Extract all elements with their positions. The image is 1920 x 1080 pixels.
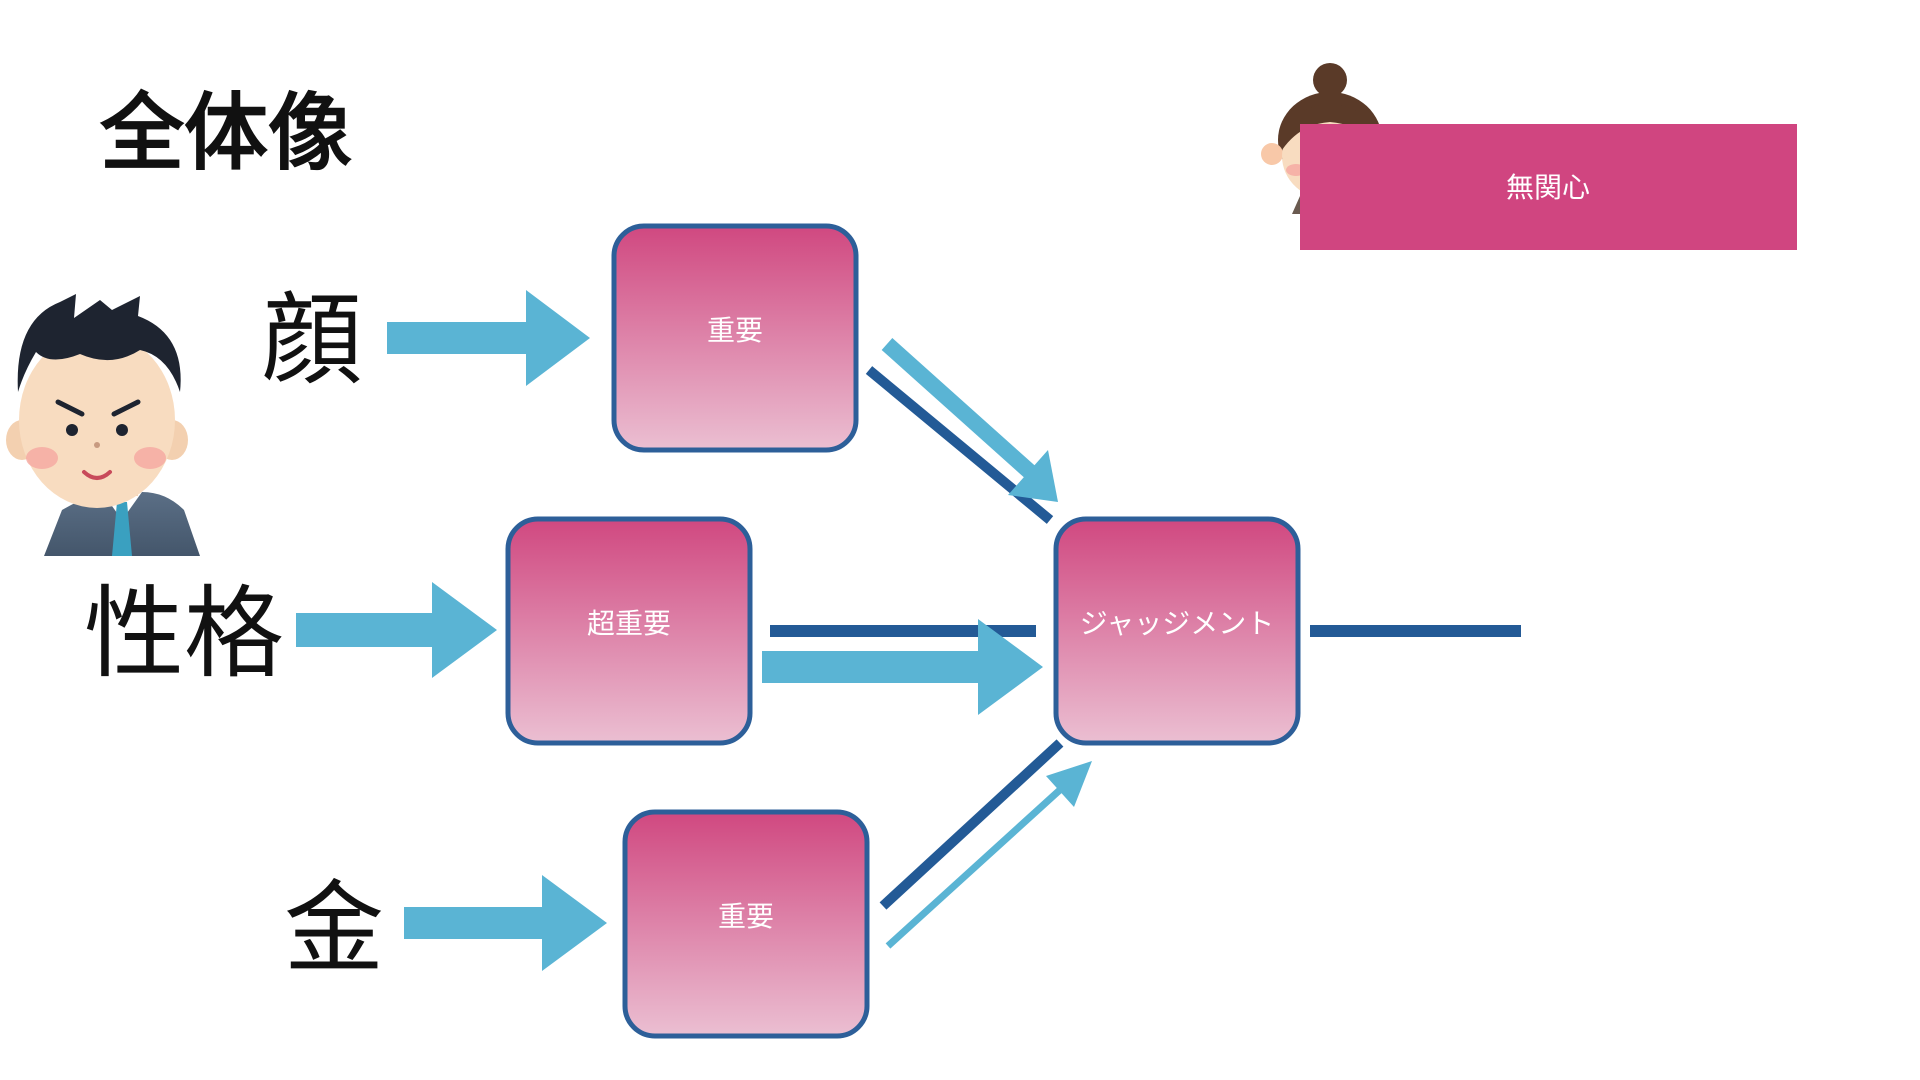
indifferent-banner <box>1300 124 1797 250</box>
weight-box-money <box>622 809 870 1039</box>
page-title: 全体像 <box>99 84 352 182</box>
factor-money-label: 金 <box>284 870 384 987</box>
connector-arrow-money-shaft <box>885 785 1065 949</box>
connector-line-face <box>865 366 1054 524</box>
weight-box-face-label: 重要 <box>707 314 763 347</box>
arrow-face-to-weight <box>387 290 590 386</box>
connector-arrow-money-head <box>1046 761 1092 807</box>
factor-personality-label: 性格 <box>84 575 284 692</box>
factor-face-label: 顔 <box>262 282 362 399</box>
weight-box-personality <box>505 516 753 746</box>
man-avatar-icon <box>6 294 200 556</box>
connector-arrow-face-head <box>1008 450 1058 502</box>
weight-box-personality-label: 超重要 <box>587 607 671 640</box>
judgment-box <box>1053 516 1301 746</box>
weight-box-face <box>611 223 859 453</box>
judgment-box-label: ジャッジメント <box>1080 607 1275 640</box>
indifferent-label: 無関心 <box>1506 171 1590 204</box>
arrow-personality-to-weight <box>296 582 497 678</box>
connector-line-money <box>879 739 1064 910</box>
weight-box-money-label: 重要 <box>718 900 774 933</box>
connector-arrow-face-shaft <box>881 338 1036 478</box>
connector-arrow-personality <box>762 619 1043 715</box>
arrow-money-to-weight <box>404 875 607 971</box>
